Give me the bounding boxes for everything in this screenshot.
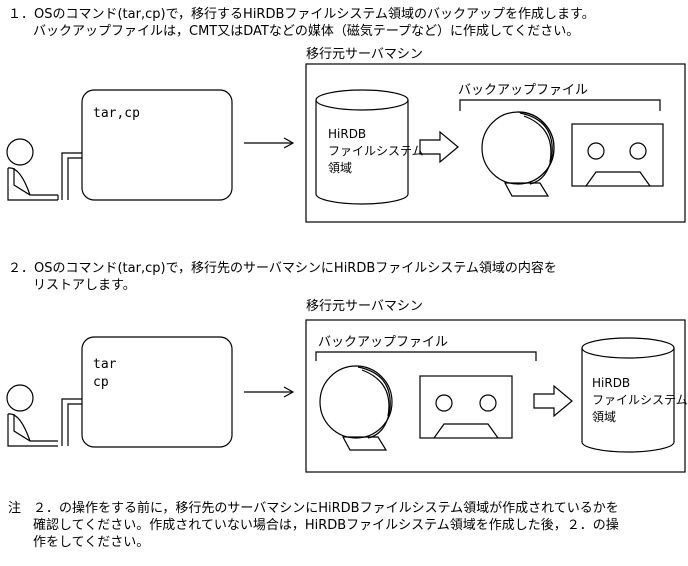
step1-line2: バックアップファイルは，CMT又はDATなどの媒体（磁気テープなど）に作成してく… [33, 24, 580, 39]
monitor-screen-1 [81, 89, 233, 201]
step1-cylinder-line2: ファイルシステム [328, 144, 424, 158]
step2-cylinder-line3: 領域 [592, 410, 617, 424]
step2-line1: ２．OSのコマンド(tar,cp)で，移行先のサーバマシンにHiRDBファイルシ… [8, 261, 557, 276]
step2-line2: リストアします。 [33, 278, 136, 293]
note-line3: 作をしてください。 [33, 535, 150, 550]
computer-stand-2 [61, 398, 82, 446]
block-arrow-2 [533, 384, 573, 418]
arrow-2 [244, 386, 295, 398]
note-line2: 確認してください。作成されていない場合は，HiRDBファイルシステム領域を作成し… [33, 518, 619, 533]
step1-screen-text: tar,cp [93, 106, 140, 121]
step1-backup-label: バックアップファイル [458, 83, 589, 98]
computer-stand-1 [57, 152, 82, 200]
person-icon-1 [6, 138, 58, 201]
step1-cylinder-line1: HiRDB [328, 127, 367, 141]
cassette-icon-2 [419, 375, 513, 439]
step2-screen-line2: cp [93, 375, 109, 390]
cassette-icon-1 [571, 123, 664, 187]
step1-machine-label: 移行元サーバマシン [306, 47, 423, 62]
block-arrow-1 [419, 130, 459, 164]
machine-box-1 [305, 63, 686, 223]
note-line1: ２．の操作をする前に，移行先のサーバマシンにHiRDBファイルシステム領域が作成… [33, 501, 619, 516]
backup-bracket-1 [459, 99, 661, 111]
machine-box-2 [305, 319, 686, 473]
step2-machine-label: 移行元サーバマシン [306, 299, 423, 314]
step2-backup-label: バックアップファイル [318, 335, 449, 350]
monitor-screen-2 [81, 336, 233, 448]
step1-line1: １．OSのコマンド(tar,cp)で，移行するHiRDBファイルシステム領域のバ… [8, 7, 595, 22]
note-mark: 注 [8, 501, 22, 516]
step1-cylinder-line3: 領域 [328, 161, 353, 175]
tape-reel-icon-1 [481, 111, 555, 197]
hirdb-cylinder-2 [581, 337, 675, 453]
step2-screen-line1: tar [93, 357, 117, 372]
hirdb-cylinder-1 [315, 89, 409, 205]
person-icon-2 [6, 384, 58, 447]
step2-cylinder-line2: ファイルシステム [592, 393, 688, 407]
arrow-1 [244, 137, 295, 149]
tape-reel-icon-2 [319, 365, 393, 451]
backup-bracket-2 [315, 351, 537, 361]
step2-cylinder-line1: HiRDB [592, 376, 631, 390]
